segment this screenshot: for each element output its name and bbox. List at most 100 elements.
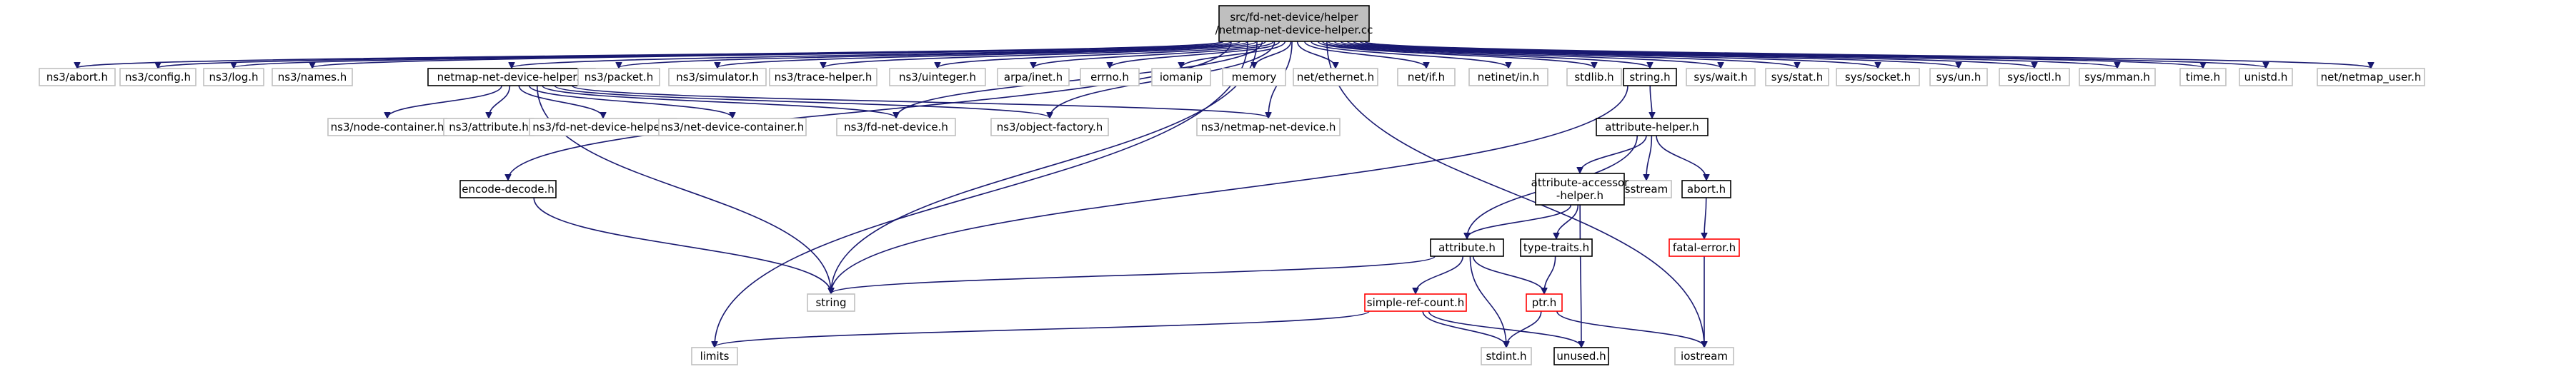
node-box-syssocket <box>1836 68 1920 86</box>
node-box-limits <box>691 347 738 365</box>
edge-root-to-netinet <box>1311 41 1508 68</box>
node-encode[interactable]: encode-decode.h <box>459 180 557 198</box>
node-attr_ns3: ns3/attribute.h <box>443 118 534 136</box>
node-box-arpa <box>997 68 1070 86</box>
edge-aborth-to-fatal <box>1704 197 1706 238</box>
node-nmdevice: ns3/netmap-net-device.h <box>1196 118 1341 136</box>
node-label-names: ns3/names.h <box>278 71 347 84</box>
node-attributeh[interactable]: attribute.h <box>1430 238 1504 257</box>
edge-root-to-netmapuser <box>1364 41 2371 68</box>
node-box-simulator <box>668 68 767 86</box>
edge-nmhelper-to-nodecont <box>387 85 502 118</box>
edge-root-to-names <box>312 41 1224 68</box>
node-sysmman: sys/mman.h <box>2079 68 2156 86</box>
edge-root-to-limits <box>715 41 1248 347</box>
node-box-packet <box>577 68 660 86</box>
node-box-accessor <box>1535 173 1625 206</box>
node-accessor[interactable]: attribute-accessor-helper.h <box>1531 173 1630 206</box>
edge-simpleref-to-unused <box>1428 310 1581 347</box>
node-label-uinteger: ns3/uinteger.h <box>899 71 976 84</box>
edge-encode-to-string <box>533 197 831 293</box>
node-label-accessor: -helper.h <box>1556 189 1603 202</box>
node-label-unistd: unistd.h <box>2244 71 2288 84</box>
node-label-syswait: sys/wait.h <box>1694 71 1747 84</box>
node-label-netdevcont: ns3/net-device-container.h <box>661 121 805 133</box>
node-netmapuser: net/netmap_user.h <box>2317 68 2425 86</box>
node-label-arpa: arpa/inet.h <box>1004 71 1063 84</box>
edge-accessor-to-attributeh <box>1467 204 1572 238</box>
edge-root-to-packet <box>619 41 1241 68</box>
dependency-edges <box>77 41 2371 347</box>
edge-stringh-to-string <box>831 85 1628 293</box>
node-box-attrhelper <box>1596 118 1709 136</box>
node-box-netdevcont <box>658 118 807 136</box>
node-box-names <box>272 68 353 86</box>
node-label-fatal: fatal-error.h <box>1673 241 1736 254</box>
node-attrhelper[interactable]: attribute-helper.h <box>1596 118 1709 136</box>
edge-attrhelper-to-sstream <box>1646 135 1653 180</box>
edge-root-to-stdlib <box>1317 41 1594 68</box>
node-typetraits[interactable]: type-traits.h <box>1520 238 1593 257</box>
edge-root-to-ethernet <box>1296 41 1336 68</box>
node-netinet: netinet/in.h <box>1468 68 1548 86</box>
node-label-netinet: netinet/in.h <box>1478 71 1539 84</box>
edge-attributeh-to-ptr <box>1472 256 1544 293</box>
node-box-sstream <box>1621 180 1672 198</box>
node-label-attr_ns3: ns3/attribute.h <box>449 121 529 133</box>
node-errno: errno.h <box>1080 68 1140 86</box>
node-label-memory: memory <box>1232 71 1277 84</box>
node-box-unused <box>1553 347 1609 365</box>
node-label-netif: net/if.h <box>1408 71 1445 84</box>
node-sysioctl: sys/ioctl.h <box>1999 68 2070 86</box>
node-simpleref[interactable]: simple-ref-count.h <box>1364 293 1467 312</box>
node-label-simulator: ns3/simulator.h <box>676 71 759 84</box>
node-box-trace <box>769 68 877 86</box>
node-label-sstream: sstream <box>1625 183 1668 196</box>
node-ptr[interactable]: ptr.h <box>1526 293 1563 312</box>
node-box-unistd <box>2239 68 2293 86</box>
edge-root-to-iostream <box>1326 41 1704 347</box>
node-box-string <box>807 293 855 312</box>
node-label-typetraits: type-traits.h <box>1523 241 1589 254</box>
node-packet: ns3/packet.h <box>577 68 660 86</box>
node-box-stdlib <box>1566 68 1622 86</box>
edge-root-to-syswait <box>1327 41 1721 68</box>
node-box-fatal <box>1669 238 1740 257</box>
node-box-config <box>119 68 197 86</box>
node-label-iostream: iostream <box>1681 350 1728 363</box>
node-label-sysun: sys/un.h <box>1936 71 1981 84</box>
node-unused[interactable]: unused.h <box>1553 347 1609 365</box>
edge-stringh-to-attrhelper <box>1650 85 1652 118</box>
node-iomanip: iomanip <box>1151 68 1211 86</box>
edge-nmhelper-to-fddevice <box>542 85 896 118</box>
node-box-stdint <box>1481 347 1532 365</box>
node-stringh[interactable]: string.h <box>1623 68 1677 86</box>
node-label-accessor: attribute-accessor <box>1531 176 1630 189</box>
edge-nmhelper-to-fdhelper <box>518 85 603 118</box>
node-box-netinet <box>1468 68 1548 86</box>
node-simulator: ns3/simulator.h <box>668 68 767 86</box>
node-box-ptr <box>1526 293 1563 312</box>
node-nmhelper[interactable]: netmap-net-device-helper.h <box>427 68 596 86</box>
node-label-abort_ns3: ns3/abort.h <box>46 71 108 84</box>
edge-root-to-uinteger <box>938 41 1266 68</box>
node-box-encode <box>459 180 557 198</box>
node-fatal[interactable]: fatal-error.h <box>1669 238 1740 257</box>
node-limits: limits <box>691 347 738 365</box>
node-label-fddevice: ns3/fd-net-device.h <box>844 121 948 133</box>
edge-root-to-netif <box>1304 41 1426 68</box>
node-label-stdint: stdint.h <box>1486 350 1526 363</box>
node-aborth[interactable]: abort.h <box>1681 180 1731 198</box>
node-label-errno: errno.h <box>1090 71 1129 84</box>
edge-nmhelper-to-objfactory <box>554 85 1050 118</box>
node-trace: ns3/trace-helper.h <box>769 68 877 86</box>
node-box-attr_ns3 <box>443 118 534 136</box>
edge-root-to-sysioctl <box>1353 41 2034 68</box>
node-stdlib: stdlib.h <box>1566 68 1622 86</box>
node-box-netmapuser <box>2317 68 2425 86</box>
node-box-iostream <box>1674 347 1734 365</box>
edge-root-to-simulator <box>717 41 1249 68</box>
node-box-log <box>203 68 264 86</box>
node-label-encode: encode-decode.h <box>462 183 555 196</box>
